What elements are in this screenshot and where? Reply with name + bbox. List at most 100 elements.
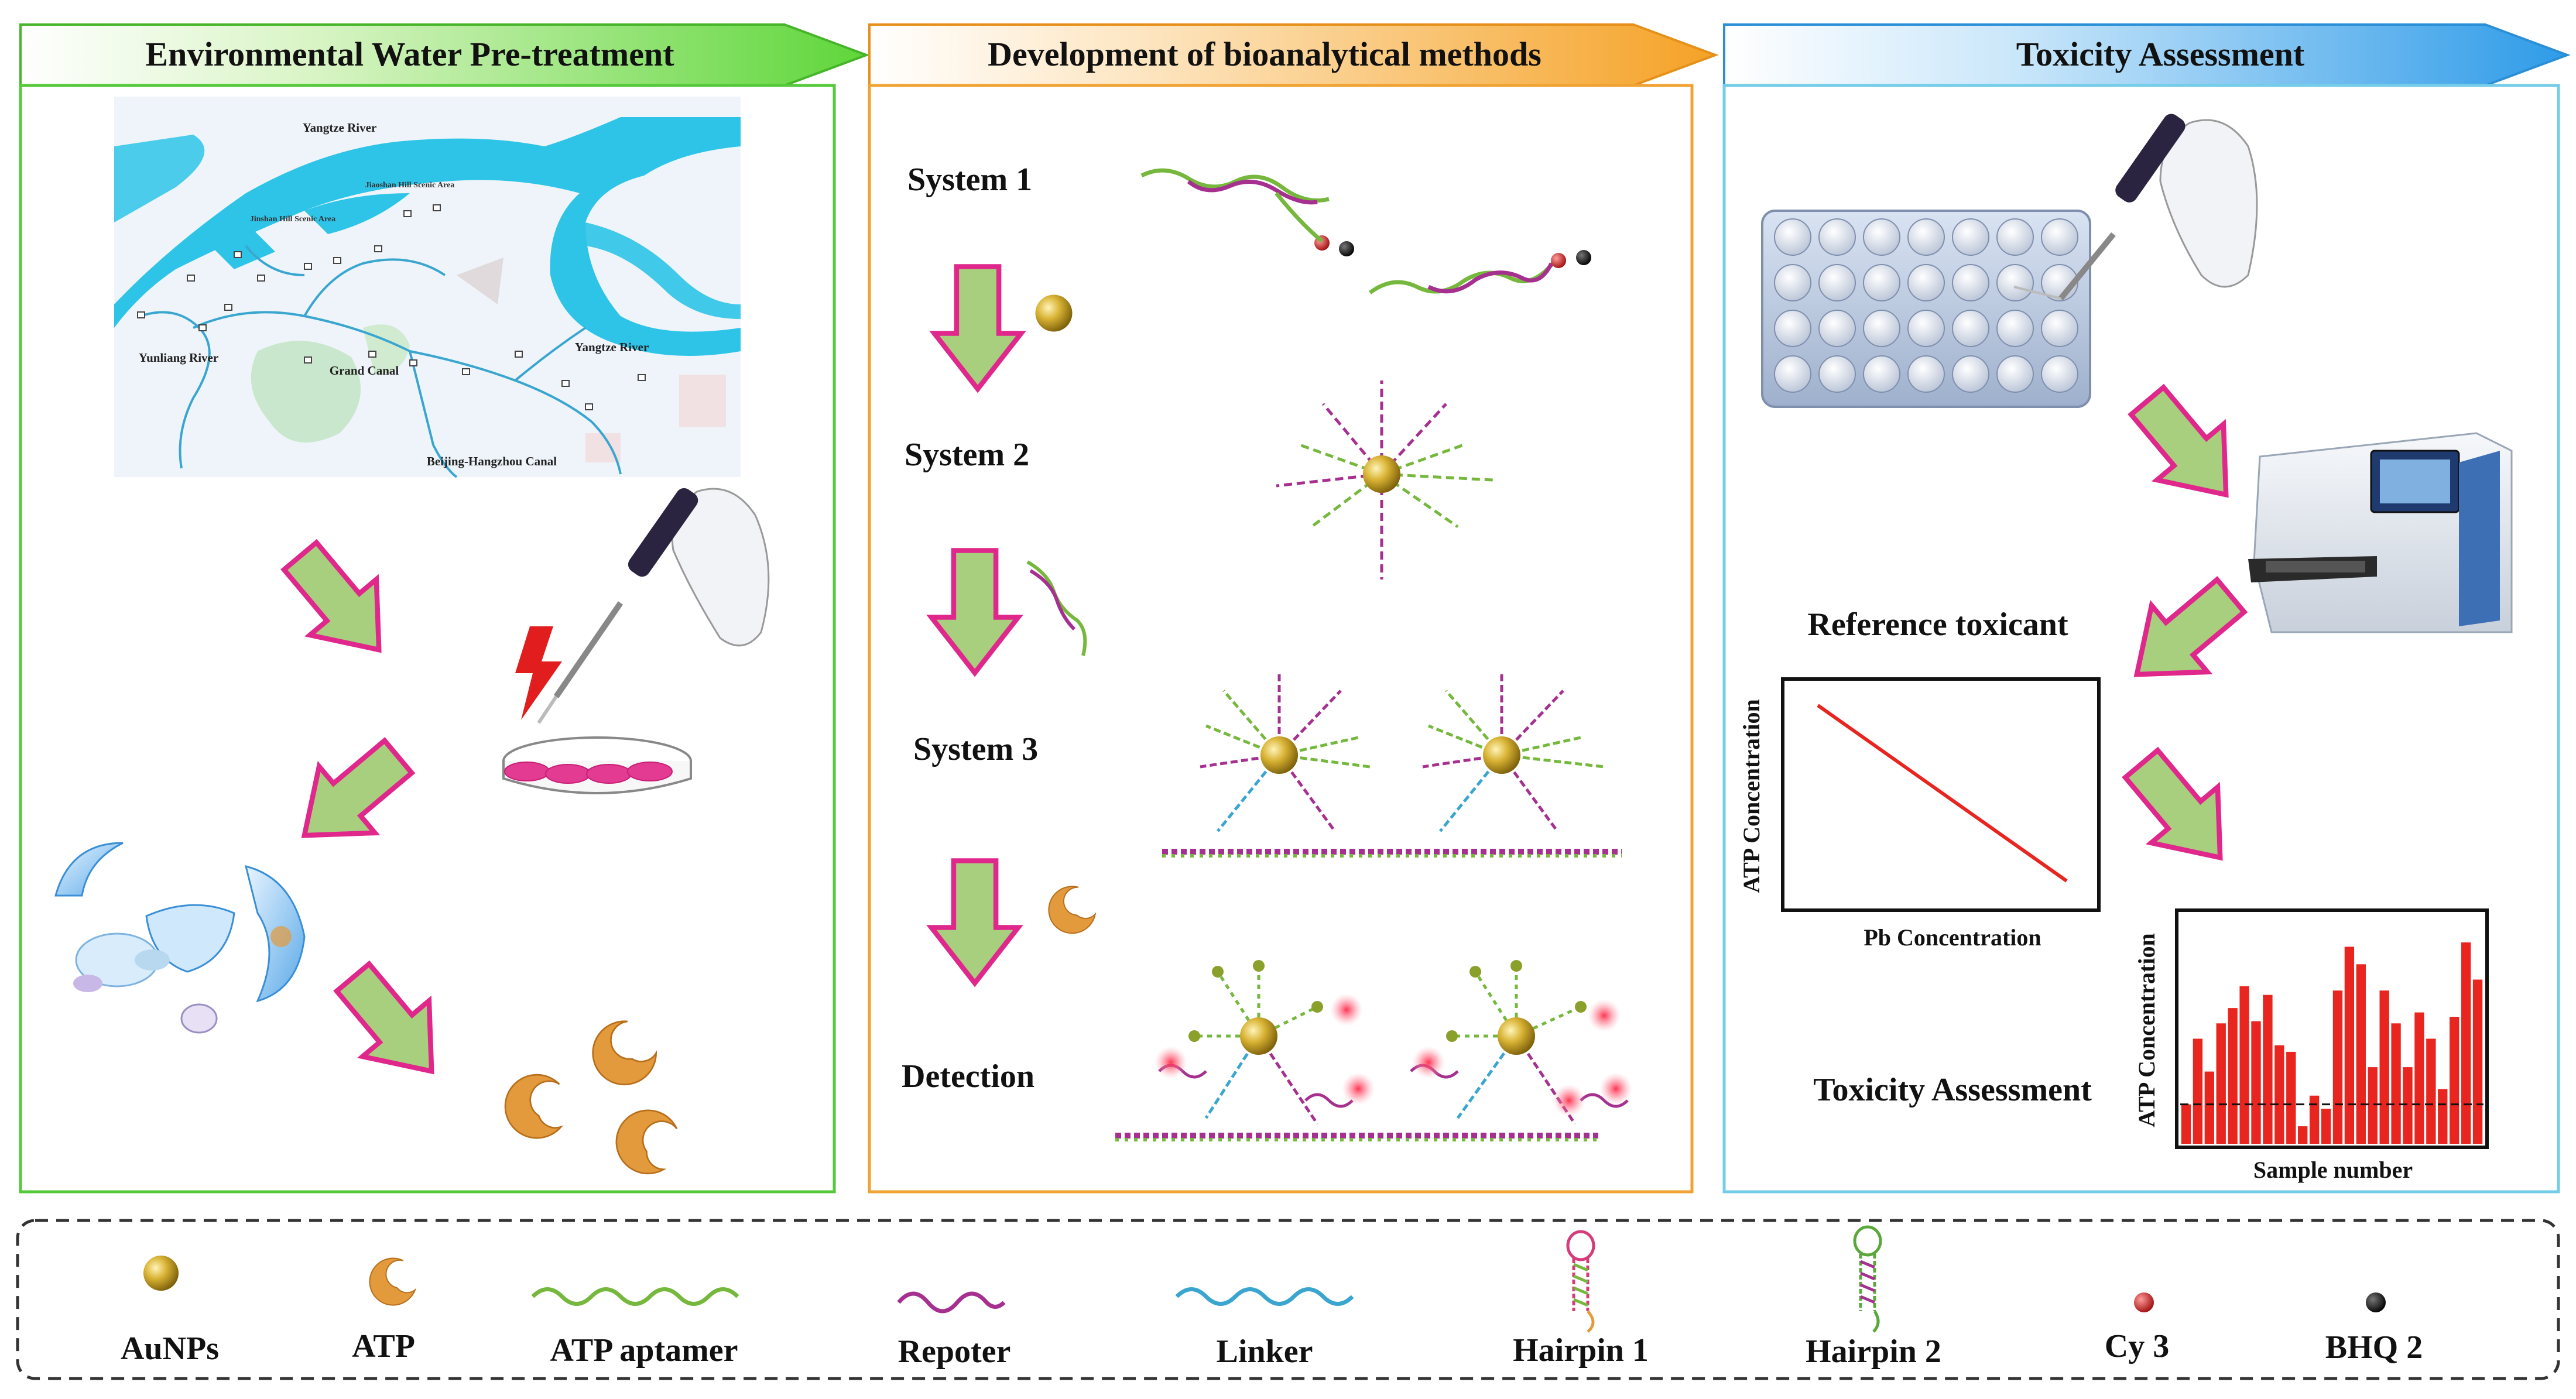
atp-icon-2 <box>579 1012 664 1099</box>
well <box>1863 218 1900 256</box>
assessment-bar <box>2263 995 2273 1144</box>
well <box>1996 264 2034 301</box>
arrow-reader-to-reference <box>2109 563 2258 708</box>
legend-label-hairpin1: Hairpin 1 <box>1513 1332 1649 1369</box>
lightning-icon <box>515 626 562 720</box>
panel-pretreatment-frame <box>19 84 836 1194</box>
arrow-reference-to-assessment <box>2108 736 2253 885</box>
petri-dish <box>502 736 692 794</box>
well <box>1952 218 1989 256</box>
gold-nanoparticle-icon <box>1035 294 1073 332</box>
arrow-system1-to-system2 <box>934 267 1021 389</box>
system1-duplex-2 <box>1368 250 1591 294</box>
header-pretreatment: Environmental Water Pre-treatment <box>19 23 870 87</box>
arrow-system3-to-detection <box>931 861 1018 983</box>
legend-label-reporter: Repoter <box>898 1333 1011 1370</box>
system1-label: System 1 <box>907 162 1032 198</box>
assessment-bar <box>2379 990 2389 1144</box>
well <box>1774 355 1811 393</box>
map-label-grand-canal: Grand Canal <box>330 364 399 378</box>
river-map: Yangtze River Jiaoshan Hill Scenic Area … <box>114 97 741 478</box>
assessment-bar <box>2204 1071 2214 1144</box>
well <box>1907 218 1945 256</box>
well <box>1907 264 1945 301</box>
assessment-bar <box>2216 1023 2226 1144</box>
well <box>2041 218 2078 256</box>
legend-label-aptamer: ATP aptamer <box>550 1332 738 1369</box>
arrow-culture-to-cells <box>276 723 426 869</box>
assessment-ylabel: ATP Concentration <box>2133 933 2160 1127</box>
assessment-bar <box>2426 1038 2436 1144</box>
well <box>1952 355 1989 393</box>
assessment-bar <box>2438 1089 2448 1144</box>
panel-methods-frame <box>868 84 1694 1194</box>
assessment-bar <box>2309 1095 2320 1144</box>
legend-label-atp: ATP <box>352 1328 415 1364</box>
reference-line <box>1817 704 2068 883</box>
legend-label-hairpin2: Hairpin 2 <box>1806 1333 1941 1370</box>
assessment-bar <box>2450 1017 2459 1144</box>
assessment-bar <box>2344 947 2355 1144</box>
assessment-bar <box>2461 942 2471 1144</box>
assessment-bar <box>2403 1067 2413 1144</box>
map-label-yangtze-top: Yangtze River <box>303 121 377 135</box>
system3-assembly <box>1162 673 1622 858</box>
assessment-bar <box>2193 1038 2203 1144</box>
arrow-cells-to-atp <box>320 949 465 1099</box>
map-label-yunliang: Yunliang River <box>139 351 218 365</box>
cells-cluster <box>54 842 306 1034</box>
assessment-bar <box>2251 1021 2261 1144</box>
assessment-bar <box>2228 1008 2238 1144</box>
detection-assembly <box>1115 960 1632 1141</box>
header-pretreatment-title: Environmental Water Pre-treatment <box>145 35 674 73</box>
well <box>1996 310 2034 347</box>
header-methods-title: Development of bioanalytical methods <box>988 35 1542 73</box>
map-label-jiaoshan: Jiaoshan Hill Scenic Area <box>365 181 455 190</box>
well <box>1774 310 1811 347</box>
well <box>1996 218 2034 256</box>
legend-cy3-icon <box>2134 1292 2154 1312</box>
well <box>2041 310 2078 347</box>
legend-reporter-icon <box>897 1291 1006 1314</box>
microplate-reader-icon <box>2248 432 2513 633</box>
atp-icon-3 <box>607 1100 683 1181</box>
system1-duplex-1 <box>1140 168 1354 256</box>
assessment-bar <box>2286 1051 2296 1144</box>
map-label-yangtze-right: Yangtze River <box>575 340 649 354</box>
well-plate <box>1761 210 2091 408</box>
assessment-chart: Sample number ATP Concentration <box>2133 908 2489 1183</box>
legend-hairpin1-icon <box>1566 1230 1595 1333</box>
assessment-bar <box>2274 1045 2284 1144</box>
assessment-bar <box>2368 1067 2378 1144</box>
well <box>1952 264 1989 301</box>
legend-label-cy3: Cy 3 <box>2105 1328 2169 1364</box>
legend-linker-icon <box>1175 1287 1354 1306</box>
map-label-jinshan: Jinshan Hill Scenic Area <box>250 215 335 224</box>
well <box>1907 310 1945 347</box>
detection-label: Detection <box>902 1058 1034 1095</box>
system2-released-reporter <box>1026 560 1087 656</box>
well <box>1863 310 1900 347</box>
reference-xlabel: Pb Concentration <box>1864 924 2041 951</box>
legend-label-bhq2: BHQ 2 <box>2325 1329 2423 1366</box>
toxicity-assessment-title: Toxicity Assessment <box>1813 1072 2092 1108</box>
assessment-bar <box>2472 979 2483 1144</box>
legend-label-linker: Linker <box>1217 1333 1313 1370</box>
well <box>1996 355 2034 393</box>
atp-detection-icon <box>1039 880 1100 942</box>
pipette-hand-icon <box>537 488 770 724</box>
header-methods: Development of bioanalytical methods <box>868 23 1719 87</box>
map-label-beijing-hangzhou: Beijing-Hangzhou Canal <box>427 454 557 468</box>
system2-aunp-aptamer-complex <box>1276 380 1493 580</box>
header-toxicity-title: Toxicity Assessment <box>2016 35 2305 73</box>
pipette-hand-plate-icon <box>2013 114 2258 301</box>
assessment-bar <box>2391 1023 2401 1144</box>
well <box>1818 264 1856 301</box>
legend-aunps-icon <box>143 1256 179 1291</box>
arrow-system2-to-system3 <box>931 551 1018 673</box>
system3-label: System 3 <box>913 731 1038 767</box>
arrow-plate-to-reader <box>2114 373 2259 522</box>
well <box>1774 218 1811 256</box>
legend: AuNPs ATP ATP aptamer Repoter Linker Hai… <box>121 1225 2423 1370</box>
